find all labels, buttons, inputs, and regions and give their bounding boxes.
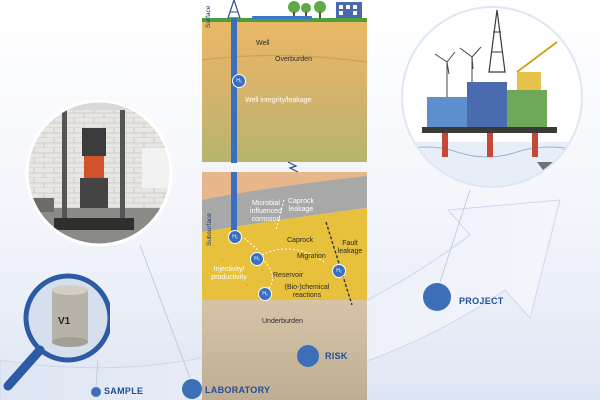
- microbial-label: Microbial influenced corrosion: [250, 200, 282, 223]
- underburden-label: Underburden: [262, 318, 303, 325]
- rock-core: [52, 290, 88, 342]
- core-label: V1: [58, 316, 71, 327]
- h2-molecule-icon: H₂: [228, 230, 242, 244]
- h2-molecule-icon: H₂: [232, 74, 246, 88]
- fault-leakage-label: Fault leakage: [337, 240, 363, 255]
- biochemical-label: (Bio-)chemical reactions: [284, 284, 330, 299]
- surface-label: Surface: [205, 5, 212, 28]
- underburden-layer: [202, 300, 367, 400]
- buildings-icon: [336, 2, 362, 18]
- subsurface-label: Subsurface: [206, 213, 213, 246]
- well-label: Well: [256, 40, 270, 47]
- grass-band: [202, 18, 367, 22]
- caprock-label: Caprock: [287, 237, 314, 244]
- migration-label: Migration: [297, 253, 326, 260]
- magnifier-sample: [3, 273, 110, 391]
- offshore-platform-illustration: [401, 6, 583, 188]
- platform-derrick-icon: [488, 9, 506, 73]
- trees-icon: [288, 1, 326, 18]
- caprock-layer: [202, 176, 367, 232]
- reservoir-layer: [202, 208, 367, 300]
- reservoir-label: Reservoir: [273, 272, 303, 279]
- h2-molecule-icon: H₂: [258, 287, 272, 301]
- h2-molecule-icon: H₂: [250, 252, 264, 266]
- fault-line: [325, 221, 353, 306]
- stage-label-risk: RISK: [325, 351, 348, 361]
- magnifier-handle: [3, 345, 45, 391]
- caprock-leakage-label: Caprock leakage: [287, 198, 315, 213]
- well-integrity-label: Well integrity/leakage: [245, 97, 312, 104]
- well-bore: [231, 18, 237, 163]
- h2-molecule-icon: H₂: [332, 264, 346, 278]
- well-bore-lower: [231, 172, 237, 237]
- stage-label-laboratory: LABORATORY: [205, 385, 271, 395]
- laboratory-photo: [25, 99, 173, 247]
- overburden-layer: [202, 22, 367, 162]
- stage-label-sample: SAMPLE: [104, 386, 144, 396]
- stage-label-project: PROJECT: [459, 296, 504, 306]
- injectivity-label: Injectivity/ productivity: [211, 266, 247, 281]
- geology-cross-section: [202, 0, 367, 400]
- overburden-label: Overburden: [275, 56, 312, 63]
